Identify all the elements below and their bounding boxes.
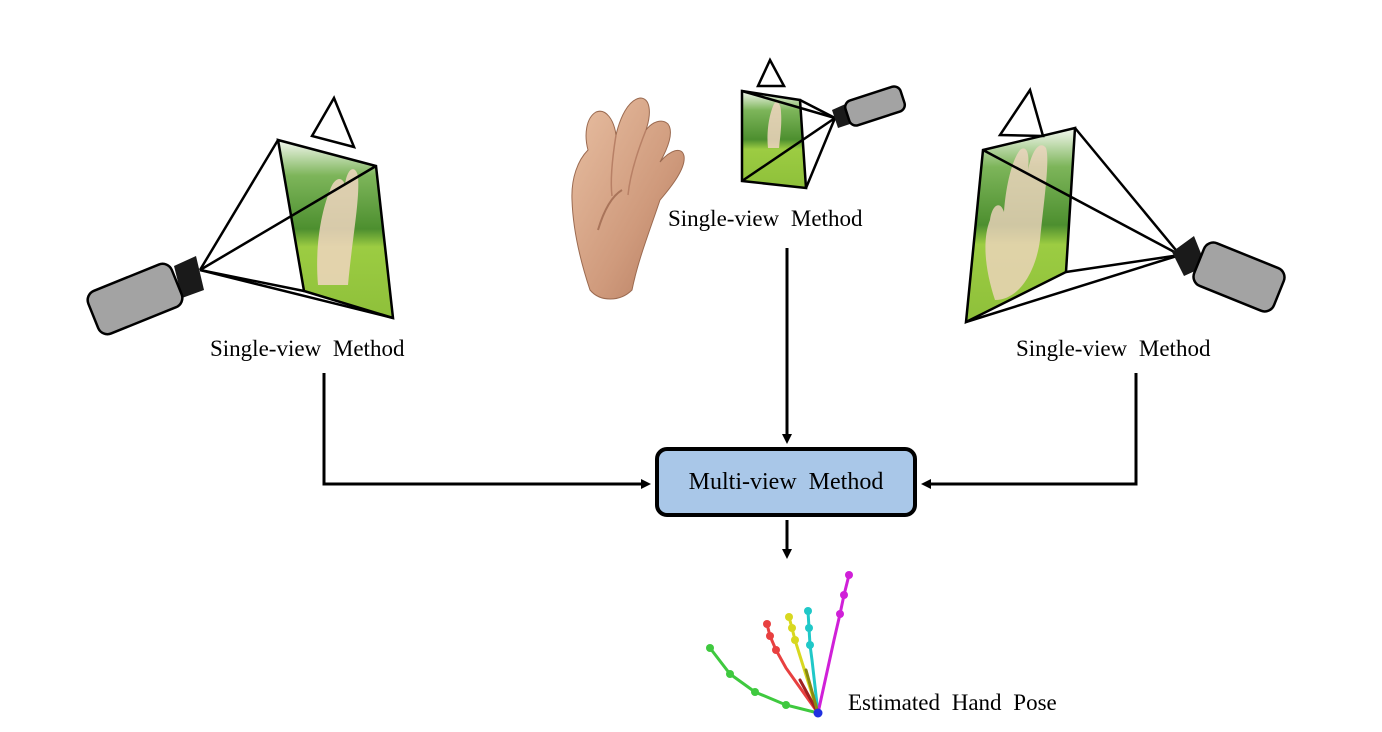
palm-link-middle (804, 668, 820, 715)
top-up-indicator-triangle (756, 57, 787, 88)
hand-pose-joints (706, 571, 853, 718)
top-camera-view (740, 57, 907, 190)
right-camera-view (964, 87, 1286, 325)
right-single-view-label: Single-view Method (1016, 336, 1211, 361)
hand-pose-skeleton (708, 573, 851, 715)
right-up-indicator-triangle (997, 87, 1045, 138)
top-frustum-lines (741, 89, 837, 189)
arrow-right-to-multiview (921, 373, 1138, 489)
right-frustum-lines (965, 127, 1181, 324)
multi-view-method-box: Multi-view Method (655, 447, 917, 517)
arrow-left-to-multiview (322, 373, 651, 489)
left-camera-icon (86, 256, 204, 336)
left-single-view-label: Single-view Method (210, 336, 405, 361)
multi-view-method-label: Multi-view Method (688, 468, 884, 495)
left-frustum-lines (198, 139, 394, 320)
top-camera-icon (832, 85, 907, 128)
top-single-view-label: Single-view Method (668, 206, 863, 231)
top-hand-silhouette (767, 102, 782, 148)
left-up-indicator-triangle (310, 95, 357, 149)
hand-3d-model (571, 97, 685, 300)
flow-arrows (322, 248, 1138, 559)
left-hand-silhouette (317, 169, 359, 285)
right-hand-silhouette (985, 145, 1048, 300)
estimated-hand-pose-label: Estimated Hand Pose (848, 690, 1057, 715)
left-camera-view (86, 95, 395, 336)
wrist-joint (813, 708, 823, 718)
right-camera-icon (1172, 236, 1286, 313)
